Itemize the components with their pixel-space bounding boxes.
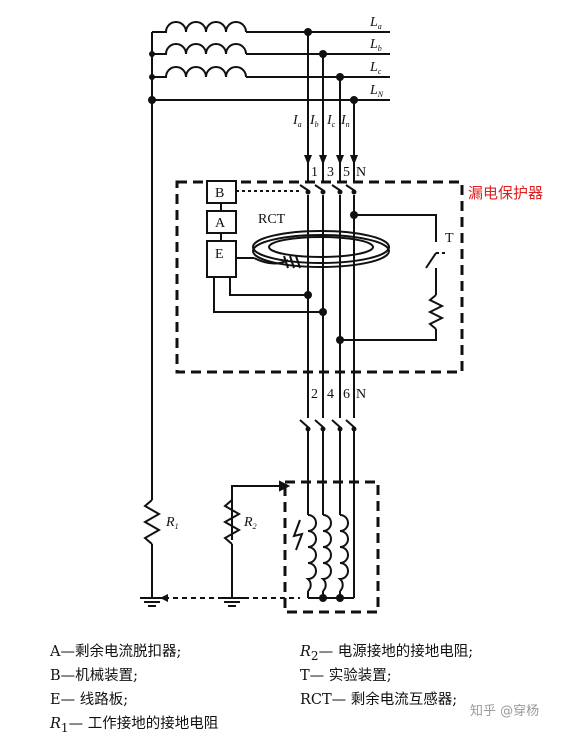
legend-item-r2: R2— 电源接地的接地电阻;: [300, 644, 474, 663]
svg-text:La: La: [369, 15, 382, 31]
legend-item: RCT— 剩余电流互感器;: [300, 692, 458, 708]
terminal-label: 5: [343, 165, 350, 180]
source-coil-b: [152, 43, 247, 55]
source-coil-c: [152, 66, 247, 78]
svg-text:Lb: Lb: [369, 37, 382, 53]
junction-dot: [149, 51, 155, 57]
legend-right: R2— 电源接地的接地电阻; T— 实验装置; RCT— 剩余电流互感器;: [300, 640, 473, 712]
watermark: 知乎 @穿杨: [470, 704, 540, 719]
junction-dot: [149, 74, 155, 80]
legend-item: B—机械装置;: [50, 668, 139, 684]
legend-left: A—剩余电流脱扣器; B—机械装置; E— 线路板; R1— 工作接地的接地电阻: [50, 640, 218, 736]
svg-text:In: In: [340, 113, 350, 129]
svg-text:R1: R1: [165, 515, 179, 531]
svg-text:T: T: [445, 231, 454, 246]
r1-resistor: [142, 499, 162, 545]
junction-dot: [319, 50, 327, 58]
load-enclosure: [283, 480, 380, 614]
legend-item: T— 实验装置;: [300, 668, 392, 684]
svg-text:RCT: RCT: [258, 212, 286, 227]
test-resistor: [427, 294, 445, 330]
fault-lightning-icon: [292, 519, 304, 551]
svg-text:E: E: [215, 247, 224, 262]
svg-text:B: B: [215, 186, 224, 201]
svg-text:Ic: Ic: [326, 113, 336, 129]
rcd-enclosure: [175, 180, 464, 374]
legend-item: E— 线路板;: [50, 692, 129, 708]
legend-item-r1: R1— 工作接地的接地电阻: [50, 716, 219, 735]
terminal-label: N: [356, 165, 366, 180]
load-coils: [292, 514, 354, 599]
svg-text:A: A: [215, 216, 226, 231]
junction-dot: [148, 96, 156, 104]
terminal-label: 2: [311, 387, 318, 402]
junction-dot: [350, 96, 358, 104]
junction-dot: [336, 73, 344, 81]
terminal-label: 1: [311, 165, 318, 180]
source-coil-a: [152, 21, 247, 33]
svg-text:Ib: Ib: [309, 113, 319, 129]
terminal-label: 4: [327, 387, 334, 402]
rct-toroid: [252, 230, 390, 269]
svg-text:Ia: Ia: [292, 113, 302, 129]
svg-text:Lc: Lc: [369, 60, 382, 76]
rcd-wiring-diagram: La Lb Lc LN Ia Ib Ic In 1 3 5 N 2 4 6 N: [140, 15, 464, 614]
junction-dot: [304, 28, 312, 36]
legend-item: A—剩余电流脱扣器;: [50, 644, 182, 660]
svg-text:R2: R2: [243, 515, 257, 531]
r2-resistor: [222, 499, 242, 545]
terminal-label: N: [356, 387, 366, 402]
terminal-label: 3: [327, 165, 334, 180]
rcd-title: 漏电保护器: [468, 184, 544, 202]
terminal-label: 6: [343, 387, 350, 402]
svg-text:LN: LN: [369, 83, 384, 99]
